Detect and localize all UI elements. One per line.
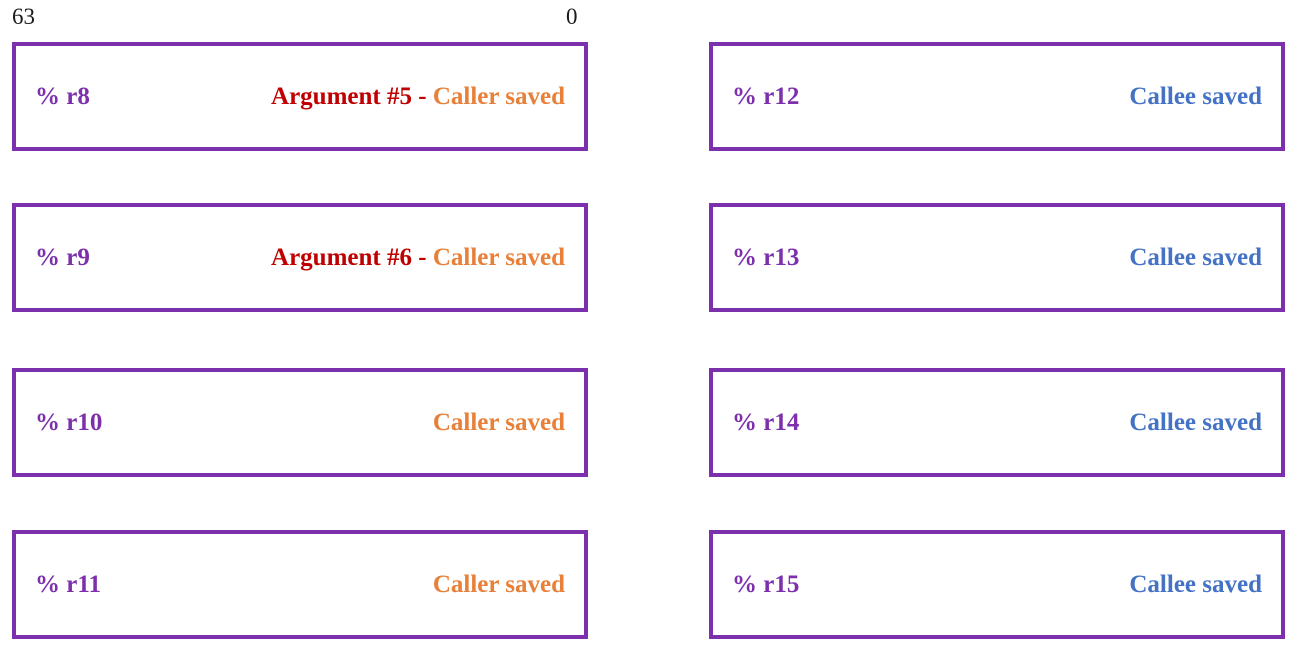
register-note: Argument #6 - Caller saved — [271, 245, 584, 270]
register-note: Callee saved — [1129, 245, 1281, 270]
register-box-r13[interactable]: % r13 Callee saved — [709, 203, 1285, 312]
argument-label: Argument #6 — [271, 244, 412, 271]
saved-convention-label: Caller saved — [432, 83, 565, 110]
note-separator: - — [412, 83, 433, 110]
register-box-r11[interactable]: % r11 Caller saved — [12, 530, 588, 639]
register-box-r14[interactable]: % r14 Callee saved — [709, 368, 1285, 477]
register-box-r15[interactable]: % r15 Callee saved — [709, 530, 1285, 639]
register-box-r12[interactable]: % r12 Callee saved — [709, 42, 1285, 151]
saved-convention-label: Caller saved — [432, 244, 565, 271]
saved-convention-label: Callee saved — [1129, 83, 1262, 110]
saved-convention-label: Callee saved — [1129, 244, 1262, 271]
argument-label: Argument #5 — [271, 83, 412, 110]
register-note: Argument #5 - Caller saved — [271, 84, 584, 109]
register-note: Caller saved — [433, 410, 584, 435]
bit-scale-right-label: 0 — [566, 4, 578, 29]
register-box-r8[interactable]: % r8 Argument #5 - Caller saved — [12, 42, 588, 151]
saved-convention-label: Caller saved — [432, 571, 565, 598]
register-note: Caller saved — [433, 572, 584, 597]
saved-convention-label: Caller saved — [432, 409, 565, 436]
register-label: % r11 — [35, 571, 101, 598]
register-box-r9[interactable]: % r9 Argument #6 - Caller saved — [12, 203, 588, 312]
register-label: % r9 — [35, 244, 90, 271]
register-note: Callee saved — [1129, 410, 1281, 435]
register-label: % r8 — [35, 83, 90, 110]
saved-convention-label: Callee saved — [1129, 571, 1262, 598]
saved-convention-label: Callee saved — [1129, 409, 1262, 436]
register-label: % r12 — [732, 83, 800, 110]
register-box-r10[interactable]: % r10 Caller saved — [12, 368, 588, 477]
bit-scale-ruler: 63 0 — [12, 2, 588, 36]
bit-scale-left-label: 63 — [12, 4, 35, 29]
note-separator: - — [412, 244, 433, 271]
register-label: % r10 — [35, 409, 103, 436]
register-note: Callee saved — [1129, 572, 1281, 597]
register-label: % r13 — [732, 244, 800, 271]
register-note: Callee saved — [1129, 84, 1281, 109]
register-label: % r15 — [732, 571, 800, 598]
register-label: % r14 — [732, 409, 800, 436]
